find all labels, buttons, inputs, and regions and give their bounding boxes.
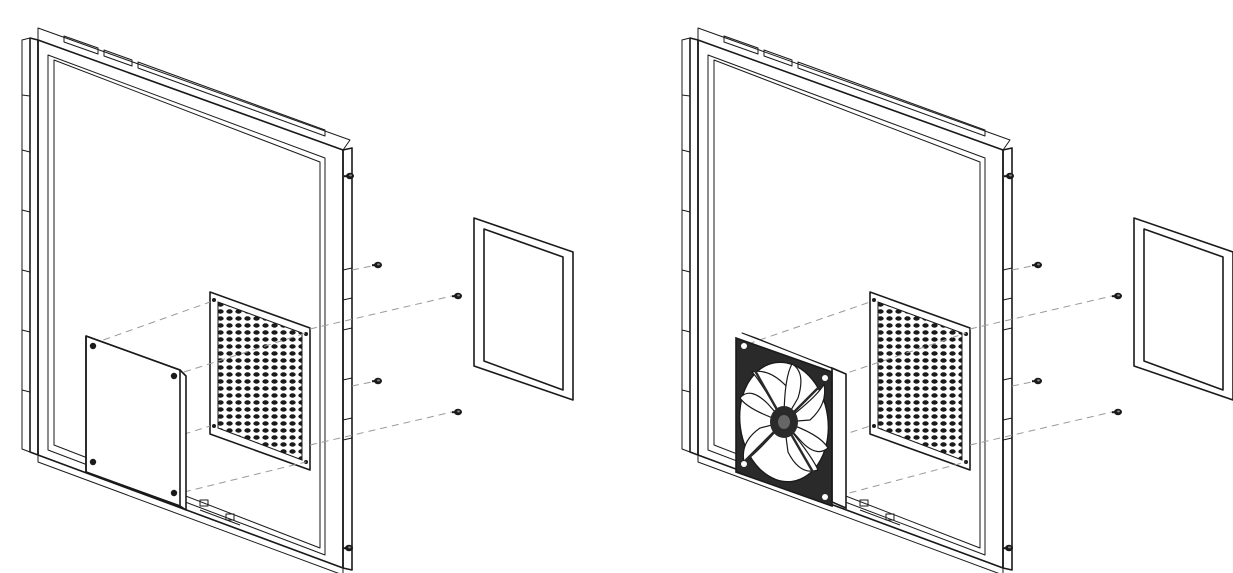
side-panel-icon	[682, 28, 1014, 573]
screw-icon	[1032, 262, 1122, 415]
fan-icon	[735, 332, 847, 510]
screw-icon	[372, 262, 462, 415]
step-2-fan	[682, 28, 1233, 573]
dust-filter-frame-icon	[1133, 217, 1233, 401]
step-1-filter-cover	[22, 28, 574, 573]
vent-cover-icon	[85, 335, 187, 511]
dust-filter-frame-icon	[473, 217, 574, 401]
